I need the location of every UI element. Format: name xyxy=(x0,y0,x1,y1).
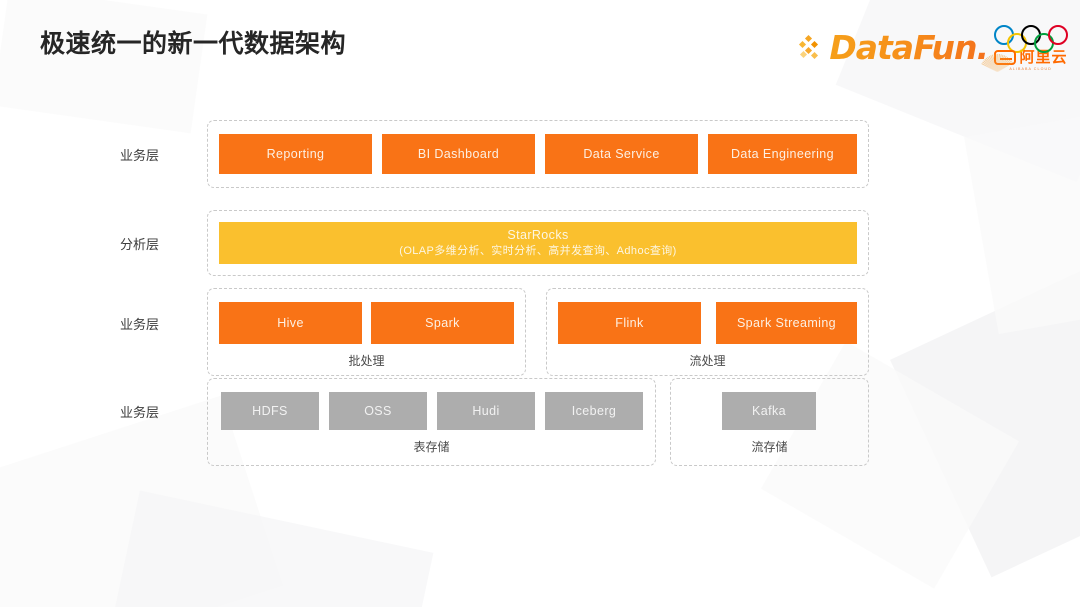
row-label: 业务层 xyxy=(120,318,160,333)
node-label: OSS xyxy=(364,404,392,418)
page-title: 极速统一的新一代数据架构 xyxy=(40,30,347,58)
brand-logos: DataFun. 阿里云 ALIBABA CLOUD xyxy=(799,16,1068,78)
node-label: StarRocks xyxy=(507,228,569,243)
row-label: 业务层 xyxy=(120,149,160,164)
diagram-node[interactable]: Data Engineering xyxy=(708,134,857,174)
node-label: Reporting xyxy=(266,147,325,161)
diagram-node[interactable]: Iceberg xyxy=(545,392,643,430)
diagram-node[interactable]: OSS xyxy=(329,392,427,430)
diagram-group xyxy=(670,378,869,466)
diagram-node[interactable]: Spark xyxy=(371,302,514,344)
diagram-node[interactable]: StarRocks (OLAP多维分析、实时分析、高并发查询、Adhoc查询) xyxy=(219,222,857,264)
datafun-dots-icon xyxy=(799,34,826,60)
slide-header: 极速统一的新一代数据架构 DataFun. 阿里云 ALIBABA CLOUD xyxy=(0,0,1080,88)
group-caption: 流存储 xyxy=(751,440,788,454)
bg-polygon xyxy=(106,490,434,607)
diagram-node[interactable]: Data Service xyxy=(545,134,698,174)
diagram-row: 分析层 StarRocks (OLAP多维分析、实时分析、高并发查询、Adhoc查询… xyxy=(0,210,1080,292)
row-label: 分析层 xyxy=(120,238,160,253)
diagram-node[interactable]: BI Dashboard xyxy=(382,134,535,174)
alibaba-cloud-label: 阿里云 xyxy=(1019,49,1068,66)
diagram-row: 业务层 Reporting BI Dashboard Data Service Data… xyxy=(0,120,1080,204)
diagram-node[interactable]: Hudi xyxy=(437,392,535,430)
diagram-row: 业务层批处理 Hive Spark 流处理 Flink Spark Streaming xyxy=(0,288,1080,392)
node-label: Spark Streaming xyxy=(736,316,837,330)
node-label: HDFS xyxy=(252,404,288,418)
olympic-rings-icon xyxy=(994,25,1068,53)
alibaba-cloud-sublabel: ALIBABA CLOUD xyxy=(1009,66,1053,71)
diagram-node[interactable]: Spark Streaming xyxy=(716,302,857,344)
group-caption: 表存储 xyxy=(413,440,450,454)
node-label: Data Engineering xyxy=(731,147,834,161)
diagram-group xyxy=(207,210,869,276)
node-label: Hudi xyxy=(472,404,500,418)
diagram-node[interactable]: Reporting xyxy=(219,134,372,174)
diagram-group xyxy=(546,288,869,376)
node-label: Flink xyxy=(615,316,644,330)
datafun-wordmark: DataFun. xyxy=(829,27,989,67)
diagram-node[interactable]: Hive xyxy=(219,302,362,344)
node-label: Spark xyxy=(425,316,460,330)
node-label: Data Service xyxy=(583,147,660,161)
diagram-group xyxy=(207,378,656,466)
diagram-row: 业务层表存储 HDFS OSS Hudi Iceberg 流存储 Kafka xyxy=(0,378,1080,482)
group-caption: 批处理 xyxy=(348,354,385,368)
ray-fan-decoration xyxy=(932,50,1062,72)
node-label: Hive xyxy=(277,316,304,330)
node-label: Kafka xyxy=(752,404,786,418)
diagram-group xyxy=(207,120,869,188)
diagram-node[interactable]: HDFS xyxy=(221,392,319,430)
diagram-node[interactable]: Flink xyxy=(558,302,701,344)
row-label: 业务层 xyxy=(120,406,160,421)
node-sublabel: (OLAP多维分析、实时分析、高并发查询、Adhoc查询) xyxy=(399,245,677,258)
node-label: BI Dashboard xyxy=(417,147,500,161)
group-caption: 流处理 xyxy=(689,354,726,368)
datafun-logo: DataFun. xyxy=(799,27,989,67)
diagram-node[interactable]: Kafka xyxy=(722,392,816,430)
diagram-group xyxy=(207,288,526,376)
node-label: Iceberg xyxy=(571,404,617,418)
